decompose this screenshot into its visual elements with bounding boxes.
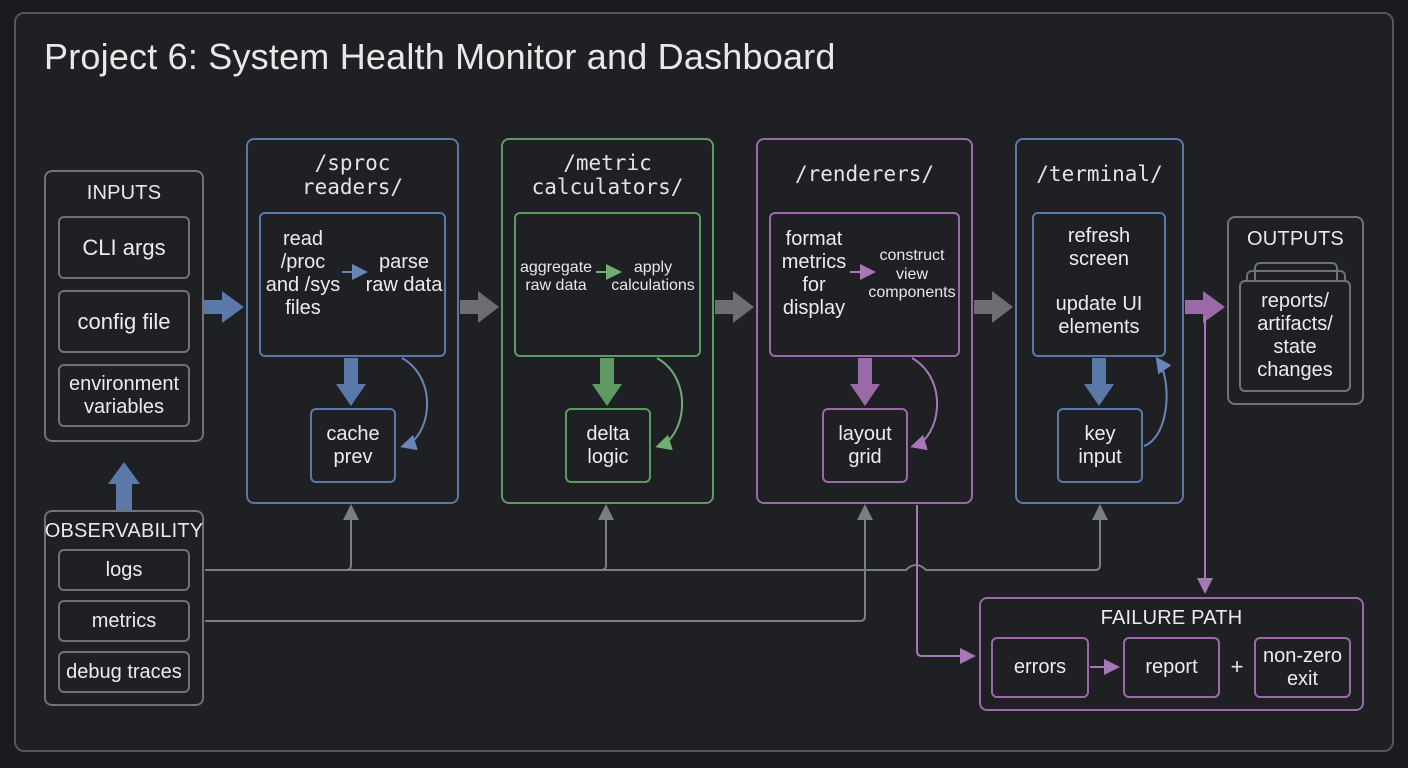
page-title: Project 6: System Health Monitor and Das… [44, 36, 836, 77]
inputs-panel [44, 170, 204, 442]
terminal-step-refresh: refresh screen [1067, 225, 1131, 270]
outputs-header: OUTPUTS [1247, 227, 1344, 250]
obs-debug-traces-label: debug traces [66, 660, 182, 683]
arrow-sproc-down [336, 358, 366, 406]
input-env-vars-label: environment variables [68, 372, 180, 418]
input-config-file-label: config file [77, 308, 171, 334]
arrow-terminal-to-outputs [1185, 291, 1225, 323]
failure-errors-box [991, 637, 1089, 698]
sproc-cache-box [310, 408, 396, 483]
outputs-panel [1227, 216, 1364, 405]
arrow-metric-down [592, 358, 622, 406]
terminal-key-input-box [1057, 408, 1143, 483]
obs-debug-traces [58, 651, 190, 693]
observability-header: OBSERVABILITY [44, 519, 204, 542]
obs-metrics-label: metrics [91, 609, 157, 632]
input-config-file [58, 290, 190, 353]
metric-delta-label: delta logic [586, 422, 630, 468]
renderers-step-format: format metrics for display [781, 228, 847, 319]
renderers-panel [756, 138, 973, 504]
renderers-header: /renderers/ [794, 161, 935, 186]
obs-metrics [58, 600, 190, 642]
failure-exit-label: non-zero exit [1263, 644, 1342, 690]
metric-calculators-header: /metric calculators/ [531, 150, 684, 199]
arrow-observability-to-inputs [108, 462, 140, 510]
terminal-header: /terminal/ [1036, 161, 1163, 186]
terminal-panel [1015, 138, 1184, 504]
sproc-cache-label: cache prev [326, 422, 380, 468]
arrow-sproc-to-metric [460, 291, 499, 323]
metric-step-apply: apply calculations [611, 258, 695, 294]
metric-delta-box [565, 408, 651, 483]
renderers-layout-box [822, 408, 908, 483]
failure-exit-box [1254, 637, 1351, 698]
sproc-step-parse: parse raw data [365, 251, 443, 296]
input-cli-args [58, 216, 190, 279]
renderers-step-construct: construct view components [868, 247, 956, 302]
arrow-inputs-to-sproc [204, 291, 244, 323]
terminal-key-input-label: key input [1078, 422, 1122, 468]
sproc-process-box [259, 212, 446, 357]
input-cli-args-label: CLI args [82, 234, 166, 260]
diagram-frame [14, 12, 1394, 752]
input-env-vars [58, 364, 190, 427]
metric-calculators-panel [501, 138, 714, 504]
failure-plus: + [1230, 654, 1244, 680]
metric-process-box [514, 212, 701, 357]
terminal-process-box [1032, 212, 1166, 357]
failure-path-header: FAILURE PATH [1100, 606, 1243, 629]
arrow-renderers-down [850, 358, 880, 406]
outputs-stack-back [1254, 262, 1338, 282]
failure-report-box [1123, 637, 1220, 698]
terminal-step-update: update UI elements [1055, 293, 1143, 338]
arrow-terminal-down [1084, 358, 1114, 406]
failure-path-panel [979, 597, 1364, 711]
outputs-stack-front [1239, 280, 1351, 392]
renderers-layout-label: layout grid [838, 422, 892, 468]
obs-logs [58, 549, 190, 591]
inputs-header: INPUTS [86, 181, 162, 204]
observability-panel [44, 510, 204, 706]
renderers-process-box [769, 212, 960, 357]
sproc-readers-panel [246, 138, 459, 504]
outputs-item-label: reports/ artifacts/ state changes [1257, 290, 1333, 381]
sproc-step-read: read /proc and /sys files [265, 228, 341, 319]
arrow-metric-to-renderers [715, 291, 754, 323]
obs-logs-label: logs [105, 558, 143, 581]
arrow-renderers-to-terminal [974, 291, 1013, 323]
failure-errors-label: errors [1013, 656, 1067, 678]
failure-report-label: report [1145, 656, 1198, 678]
metric-step-aggregate: aggregate raw data [519, 258, 593, 294]
sproc-readers-header: /sproc readers/ [301, 150, 404, 199]
